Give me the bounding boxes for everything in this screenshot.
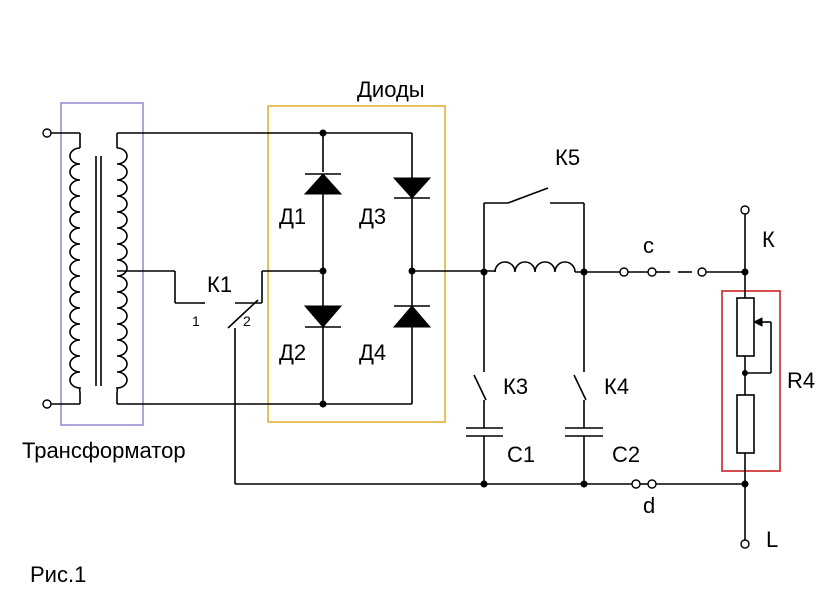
label-k3: К3 bbox=[503, 374, 528, 399]
label-figure: Рис.1 bbox=[30, 562, 86, 587]
label-d: d bbox=[643, 493, 655, 518]
label-k1-position-2: 2 bbox=[243, 313, 251, 329]
label-d2: Д2 bbox=[279, 340, 306, 365]
primary-winding bbox=[69, 147, 82, 393]
label-k5: К5 bbox=[555, 145, 580, 170]
diode-d3 bbox=[392, 177, 432, 199]
capacitor-c1 bbox=[466, 427, 503, 437]
switch-k5 bbox=[483, 187, 585, 272]
label-c2: С2 bbox=[612, 442, 640, 467]
label-r4: R4 bbox=[787, 368, 815, 393]
resistor-r4-variable bbox=[736, 297, 772, 374]
resistor-r4-box bbox=[721, 290, 781, 472]
diode-d2 bbox=[303, 305, 343, 328]
diode-d4 bbox=[392, 305, 432, 328]
label-d3: Д3 bbox=[359, 204, 386, 229]
diodes-box bbox=[267, 105, 446, 423]
resistor-r4-fixed bbox=[736, 394, 755, 454]
switch-k3 bbox=[473, 272, 487, 428]
diode-d1 bbox=[303, 173, 343, 195]
secondary-winding bbox=[115, 147, 128, 393]
transformer-box bbox=[60, 102, 144, 426]
inductor bbox=[494, 261, 576, 273]
label-transformer: Трансформатор bbox=[22, 438, 186, 463]
label-d1: Д1 bbox=[279, 204, 306, 229]
label-diodes: Диоды bbox=[357, 77, 425, 102]
capacitor-c2 bbox=[565, 427, 603, 437]
primary-terminal-bottom bbox=[42, 399, 52, 409]
terminal-k bbox=[740, 205, 750, 215]
label-c: с bbox=[643, 233, 654, 258]
terminal-c bbox=[619, 267, 745, 277]
label-c1: С1 bbox=[507, 442, 535, 467]
label-k4: К4 bbox=[604, 374, 629, 399]
label-k1: К1 bbox=[207, 272, 232, 297]
label-d4: Д4 bbox=[359, 340, 386, 365]
switch-k4 bbox=[573, 272, 587, 428]
primary-terminal-top bbox=[42, 128, 52, 138]
terminal-l bbox=[740, 539, 750, 549]
label-k-terminal: К bbox=[762, 227, 775, 252]
terminal-d bbox=[631, 479, 657, 489]
switch-k1 bbox=[200, 270, 323, 484]
transformer bbox=[47, 132, 128, 405]
junction-dots bbox=[319, 129, 749, 488]
label-l-terminal: L bbox=[766, 527, 778, 552]
label-k1-position-1: 1 bbox=[192, 313, 200, 329]
